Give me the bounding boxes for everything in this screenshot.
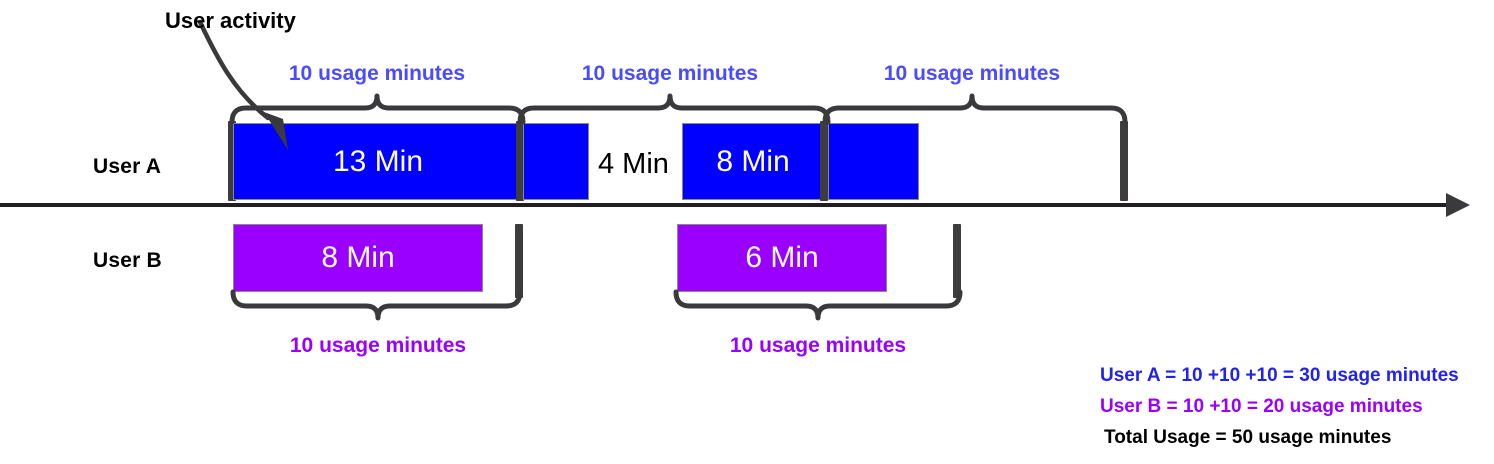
session-tick-a-2 [820,121,828,201]
timeline-axis [0,203,1460,207]
timeline-arrow-icon [1446,193,1470,217]
row-label-user-a: User A [93,155,162,178]
brace-b-2 [673,289,963,321]
summary-legend: User A = 10 +10 +10 = 30 usage minutes U… [1100,360,1490,453]
brace-caption-a-2: 10 usage minutes [581,62,759,85]
bar-user-a-1: 13 Min [233,123,523,200]
gap-label-user-a: 4 Min [598,148,669,180]
session-tick-a-0 [228,121,236,201]
session-tick-b-0 [515,224,523,298]
session-tick-a-3 [1120,121,1128,201]
brace-caption-b-1: 10 usage minutes [289,334,467,357]
session-tick-b-1 [953,224,961,298]
summary-user-a: User A = 10 +10 +10 = 30 usage minutes [1100,365,1459,386]
summary-user-b: User B = 10 +10 = 20 usage minutes [1100,396,1423,417]
brace-caption-a-3: 10 usage minutes [883,62,1061,85]
bar-user-b-2: 6 Min [677,224,887,292]
brace-a-2 [517,93,831,125]
summary-total: Total Usage = 50 usage minutes [1104,427,1392,448]
bar-user-b-1: 8 Min [233,224,483,292]
bar-user-a-4 [828,123,919,200]
callout-arrow-line [197,19,271,121]
brace-caption-b-2: 10 usage minutes [729,334,907,357]
callout-label-user-activity: User activity [165,8,296,33]
bar-user-a-2 [523,123,589,200]
brace-b-1 [230,289,523,321]
bar-user-a-3: 8 Min [682,123,824,200]
brace-a-1 [229,93,526,125]
session-tick-a-1 [516,121,524,201]
row-label-user-b: User B [93,249,162,272]
brace-caption-a-1: 10 usage minutes [288,62,466,85]
brace-a-3 [822,93,1128,125]
